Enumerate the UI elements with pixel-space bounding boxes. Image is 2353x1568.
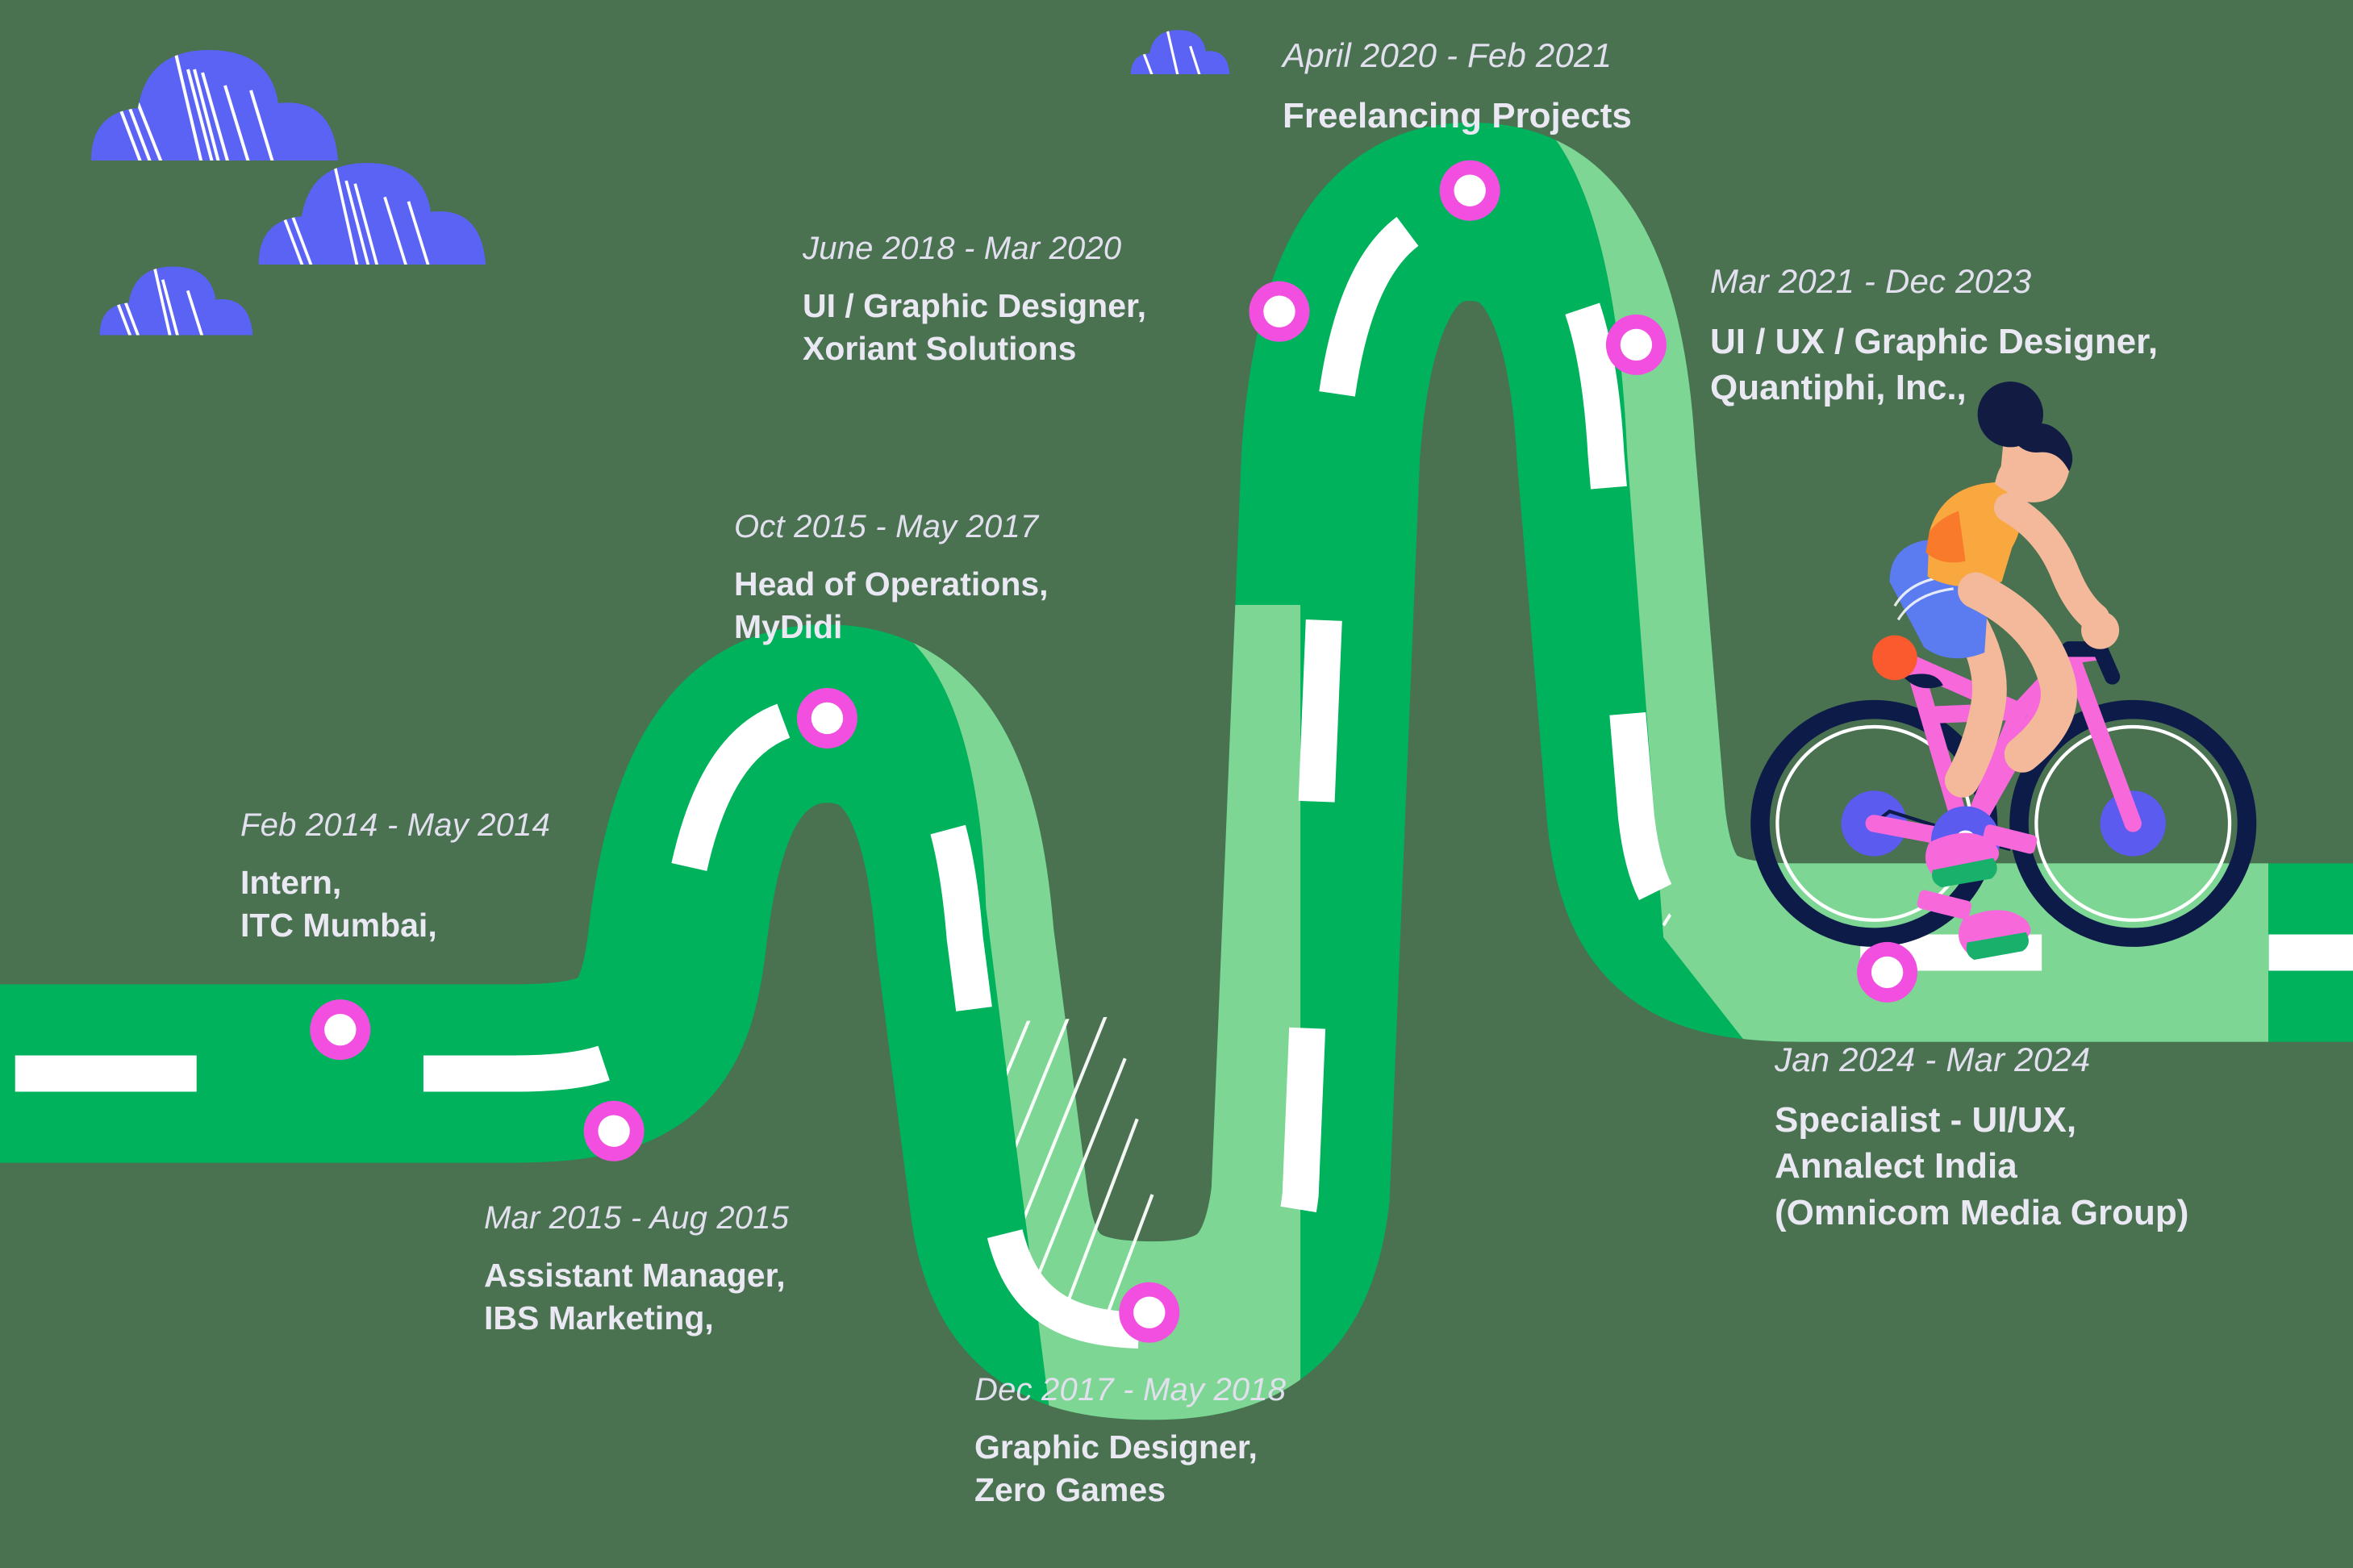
milestone-title-line-1: UI / UX / Graphic Designer, [1710,322,2159,362]
milestone-date: Mar 2015 - Aug 2015 [484,1200,790,1236]
milestone-title-line-1: Assistant Manager, [484,1257,786,1294]
milestone-marker[interactable] [310,999,371,1061]
milestone-date: Jan 2024 - Mar 2024 [1775,1040,2091,1078]
milestone-date: Mar 2021 - Dec 2023 [1710,262,2032,300]
milestone-marker[interactable] [1857,941,1918,1003]
milestone-date: Dec 2017 - May 2018 [974,1372,1287,1407]
milestone-title-line-3: (Omnicom Media Group) [1775,1192,2189,1232]
milestone-title-line-2: Zero Games [974,1471,1166,1509]
milestone-title-line-1: Head of Operations, [734,565,1049,603]
milestone-label-specialist-uiux-annalect: Jan 2024 - Mar 2024 Specialist - UI/UX, … [1775,1040,2188,1236]
cloud-icon [91,50,338,161]
milestone-date: Feb 2014 - May 2014 [240,807,551,843]
milestone-title-line-1: Specialist - UI/UX, [1775,1100,2077,1141]
cloud-icon [258,162,486,265]
milestone-label-assistant-manager-ibs: Mar 2015 - Aug 2015 Assistant Manager, I… [484,1199,789,1341]
milestone-date: Oct 2015 - May 2017 [734,509,1039,544]
milestone-marker[interactable] [1119,1282,1180,1343]
milestone-title-line-1: Freelancing Projects [1283,96,1632,136]
milestone-title-line-2: Xoriant Solutions [803,330,1077,368]
milestone-marker[interactable] [583,1100,645,1161]
milestone-title-line-2: Quantiphi, Inc., [1710,368,1967,408]
milestone-label-ui-ux-graphic-designer-quantiphi: Mar 2021 - Dec 2023 UI / UX / Graphic De… [1710,262,2158,411]
milestone-label-head-of-operations-mydidi: Oct 2015 - May 2017 Head of Operations, … [734,508,1049,649]
milestone-date: April 2020 - Feb 2021 [1283,36,1612,74]
milestone-date: June 2018 - Mar 2020 [803,231,1122,266]
milestone-label-ui-graphic-designer-xoriant: June 2018 - Mar 2020 UI / Graphic Design… [803,230,1146,371]
milestone-label-graphic-designer-zero-games: Dec 2017 - May 2018 Graphic Designer, Ze… [974,1371,1286,1512]
milestone-title-line-1: Graphic Designer, [974,1428,1258,1466]
milestone-marker[interactable] [1439,160,1500,221]
milestone-marker[interactable] [1249,281,1310,342]
milestone-title-line-2: IBS Marketing, [484,1299,714,1337]
cloud-icon [1131,30,1230,75]
milestone-title-line-1: UI / Graphic Designer, [803,287,1147,324]
milestone-label-intern-itc-mumbai: Feb 2014 - May 2014 Intern, ITC Mumbai, [240,807,550,948]
milestone-marker[interactable] [796,687,857,749]
milestone-title-line-1: Intern, [240,864,342,901]
milestone-marker[interactable] [1605,314,1667,375]
milestone-label-freelancing-projects: April 2020 - Feb 2021 Freelancing Projec… [1283,36,1632,139]
milestone-title-line-2: ITC Mumbai, [240,907,437,945]
milestone-title-line-2: MyDidi [734,608,843,646]
cloud-icon [99,266,253,336]
milestone-title-line-2: Annalect India [1775,1146,2017,1186]
